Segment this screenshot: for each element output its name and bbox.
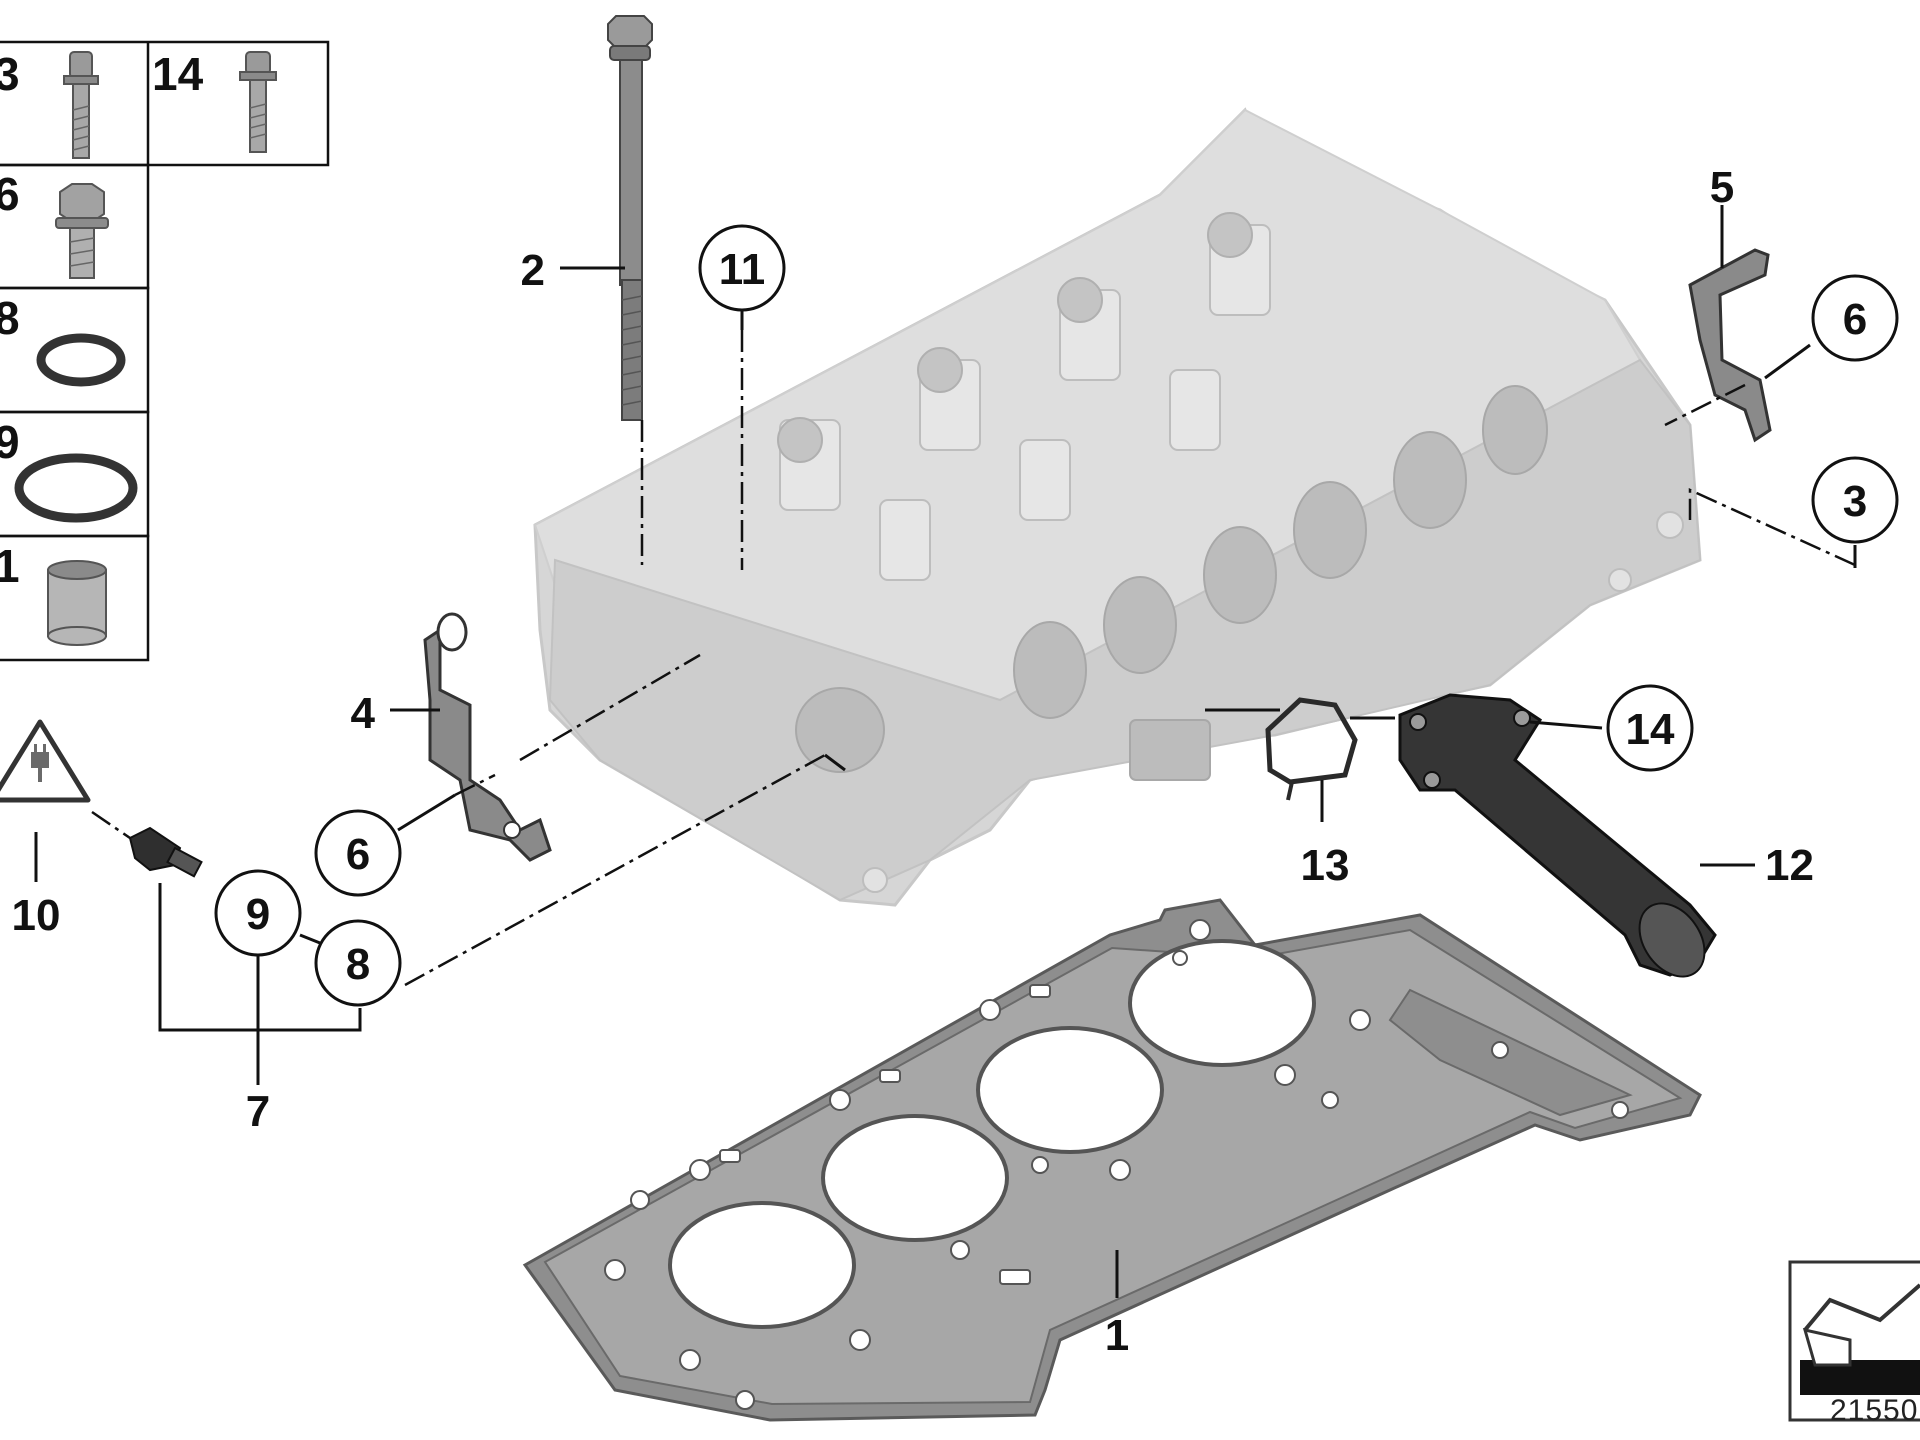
- callout-circle: [1606, 684, 1694, 772]
- callout-4: 4: [351, 689, 376, 738]
- parts-inset-table: 3 14 6 8 9 1: [0, 40, 330, 662]
- electrical-warning-icon: [0, 719, 91, 803]
- o-ring-small-icon: [36, 333, 126, 387]
- callout-5: 5: [1710, 163, 1734, 212]
- callout-1: 1: [1105, 1311, 1129, 1360]
- callout-circle: [698, 224, 786, 312]
- inset-label-1: 1: [0, 540, 20, 592]
- orientation-symbol: [1788, 1260, 1920, 1422]
- o-ring-large-icon: [14, 453, 138, 523]
- callout-7: 7: [246, 1087, 270, 1136]
- callout-6-left: 6: [346, 830, 370, 879]
- callout-6-right: 6: [1843, 295, 1867, 344]
- callout-13: 13: [1301, 841, 1350, 890]
- head-bolt: [607, 15, 653, 421]
- coolant-pipe: [1398, 693, 1717, 978]
- inset-label-14: 14: [152, 48, 204, 100]
- callout-11: 11: [719, 245, 766, 294]
- inset-label-3: 3: [0, 48, 20, 100]
- callout-14: 14: [1626, 705, 1675, 754]
- temperature-sensor: [128, 826, 203, 878]
- pipe-gasket-seal: [1265, 697, 1358, 785]
- bolt-icon: [239, 51, 277, 153]
- callout-circle: [214, 869, 302, 957]
- callout-circle: [1811, 456, 1899, 544]
- inset-label-6: 6: [0, 168, 20, 220]
- seal-tab: [1286, 781, 1294, 801]
- bracket-right: [1688, 248, 1772, 443]
- callout-9: 9: [246, 890, 270, 939]
- leader-lines: [34, 205, 1857, 1298]
- callouts: 2 11 5 6 3 4 6 9 8 7 10 14 12 13 1: [12, 163, 1899, 1360]
- sleeve-icon: [47, 560, 107, 646]
- inset-label-9: 9: [0, 416, 20, 468]
- head-gasket: [522, 898, 1702, 1422]
- callout-10: 10: [12, 891, 61, 940]
- callout-circle: [1811, 274, 1899, 362]
- callout-12: 12: [1765, 841, 1814, 890]
- image-code: 21550: [1830, 1394, 1918, 1427]
- bolt-icon: [63, 51, 99, 159]
- callout-8: 8: [346, 940, 370, 989]
- callout-circle: [314, 919, 402, 1007]
- hex-plug-icon: [55, 183, 109, 279]
- callout-3: 3: [1843, 477, 1867, 526]
- inset-label-8: 8: [0, 292, 20, 344]
- bracket-left: [423, 612, 552, 862]
- callout-2: 2: [521, 246, 545, 295]
- callout-circle: [314, 809, 402, 897]
